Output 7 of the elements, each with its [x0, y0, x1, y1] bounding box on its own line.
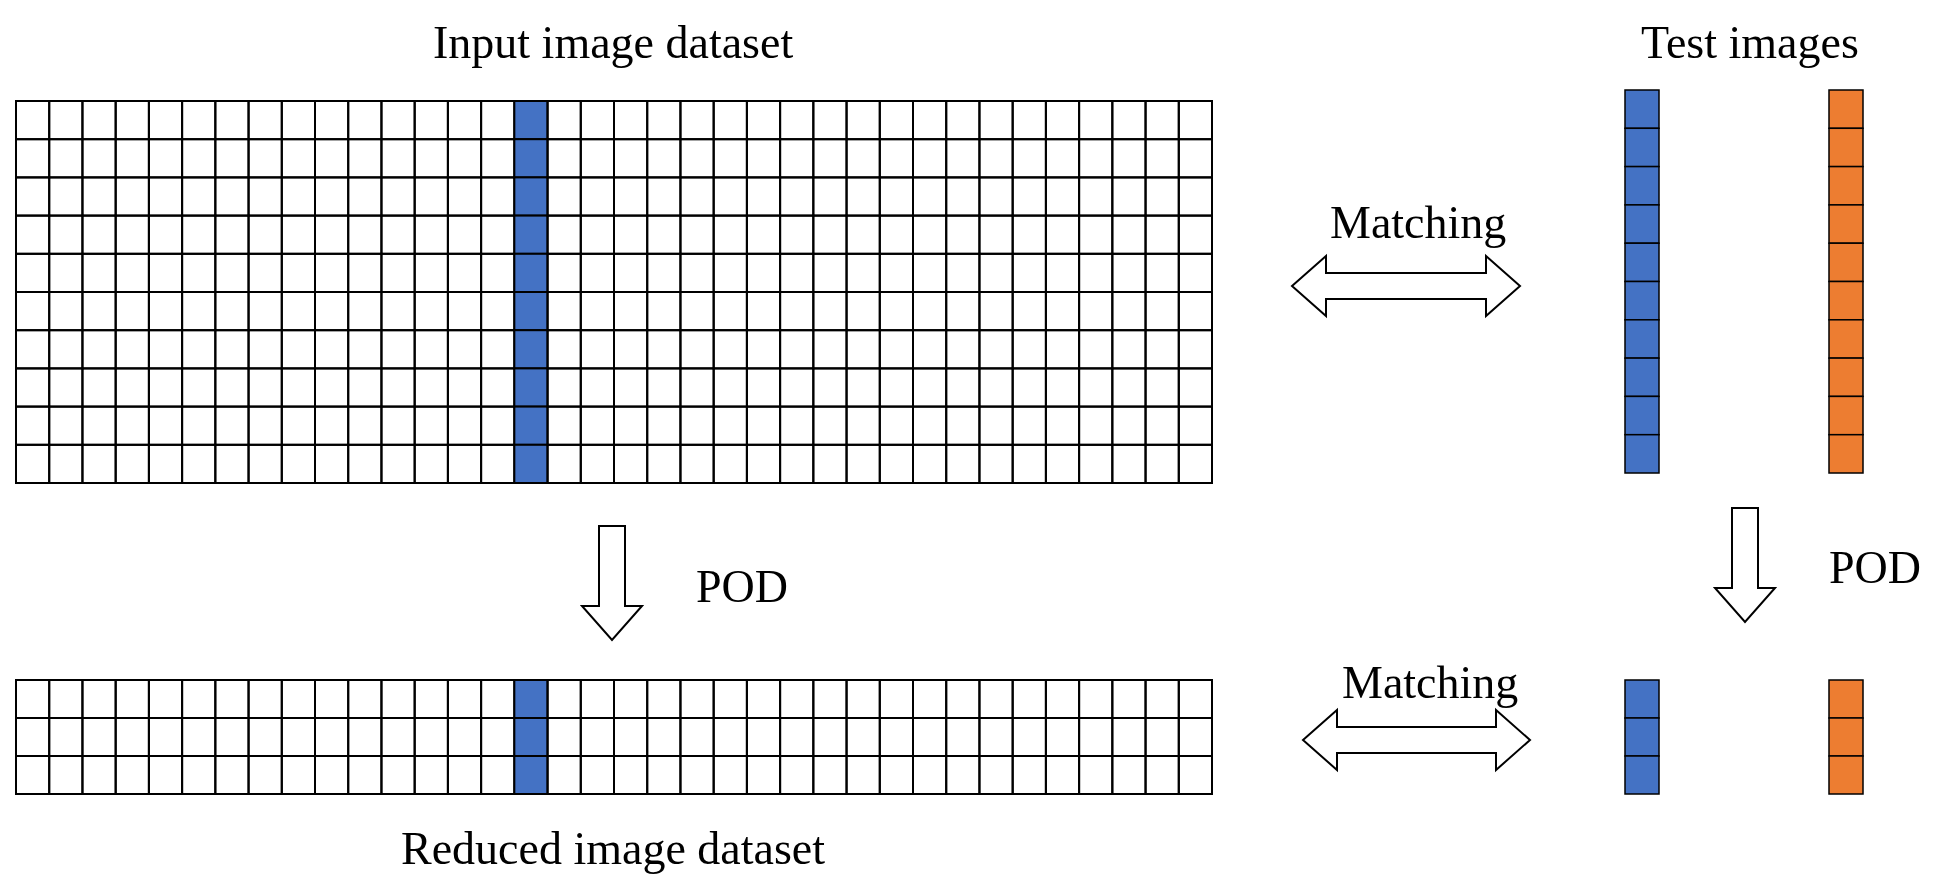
double-block-arrow [1301, 707, 1532, 773]
block-arrow [579, 525, 645, 642]
dataset-title: Input image dataset [433, 20, 794, 66]
dataset-title: Test images [1641, 20, 1859, 66]
dataset-title: Reduced image dataset [401, 826, 826, 872]
double-block-arrow [1290, 253, 1522, 319]
block-arrow [1712, 507, 1778, 624]
